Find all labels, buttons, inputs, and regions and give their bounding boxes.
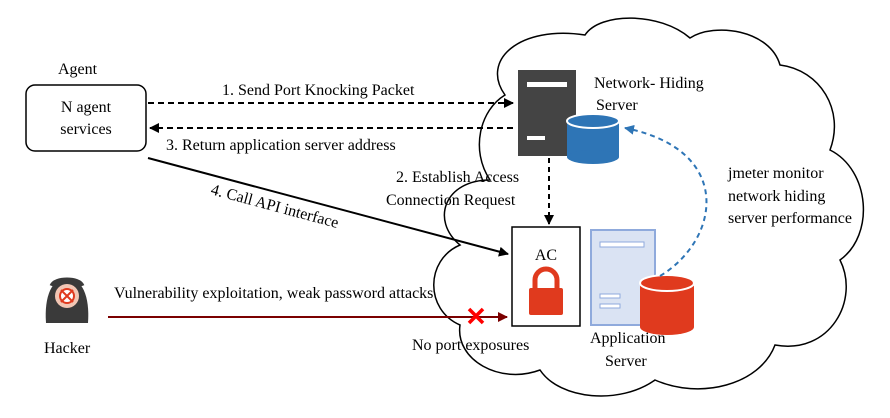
label-attack: Vulnerability exploitation, weak passwor…	[114, 285, 433, 302]
agent-box-line2: services	[60, 121, 112, 138]
blocked-cross-icon	[467, 307, 485, 325]
label-establish-line1: 2. Establish Access	[396, 169, 519, 186]
label-call-api: 4. Call API interface	[209, 181, 340, 231]
agent-title: Agent	[58, 61, 98, 78]
agent-services-box	[25, 84, 147, 152]
label-return-addr: 3. Return application server address	[166, 137, 396, 154]
monitor-line3: server performance	[728, 210, 852, 227]
arrow-monitor	[624, 124, 708, 277]
label-no-port: No port exposures	[412, 337, 529, 354]
monitor-line2: network hiding	[728, 188, 825, 205]
label-establish-line2: Connection Request	[386, 192, 516, 209]
application-server-line1: Application	[590, 330, 666, 347]
hacker-label: Hacker	[44, 340, 91, 357]
arrow-call-api	[147, 157, 509, 257]
monitor-line1: jmeter monitor	[727, 165, 824, 182]
agent-box-line1: N agent	[61, 99, 112, 116]
network-hiding-server-line1: Network- Hiding	[594, 75, 704, 92]
lock-icon	[529, 266, 563, 315]
database-red-icon	[639, 274, 695, 335]
database-blue-icon	[566, 113, 620, 164]
network-hiding-server-icon	[518, 70, 576, 156]
label-send-knock: 1. Send Port Knocking Packet	[222, 82, 415, 99]
ac-label: AC	[535, 247, 557, 264]
network-hiding-server-line2: Server	[596, 97, 638, 114]
application-server-line2: Server	[605, 353, 647, 370]
hacker-icon	[45, 277, 89, 323]
